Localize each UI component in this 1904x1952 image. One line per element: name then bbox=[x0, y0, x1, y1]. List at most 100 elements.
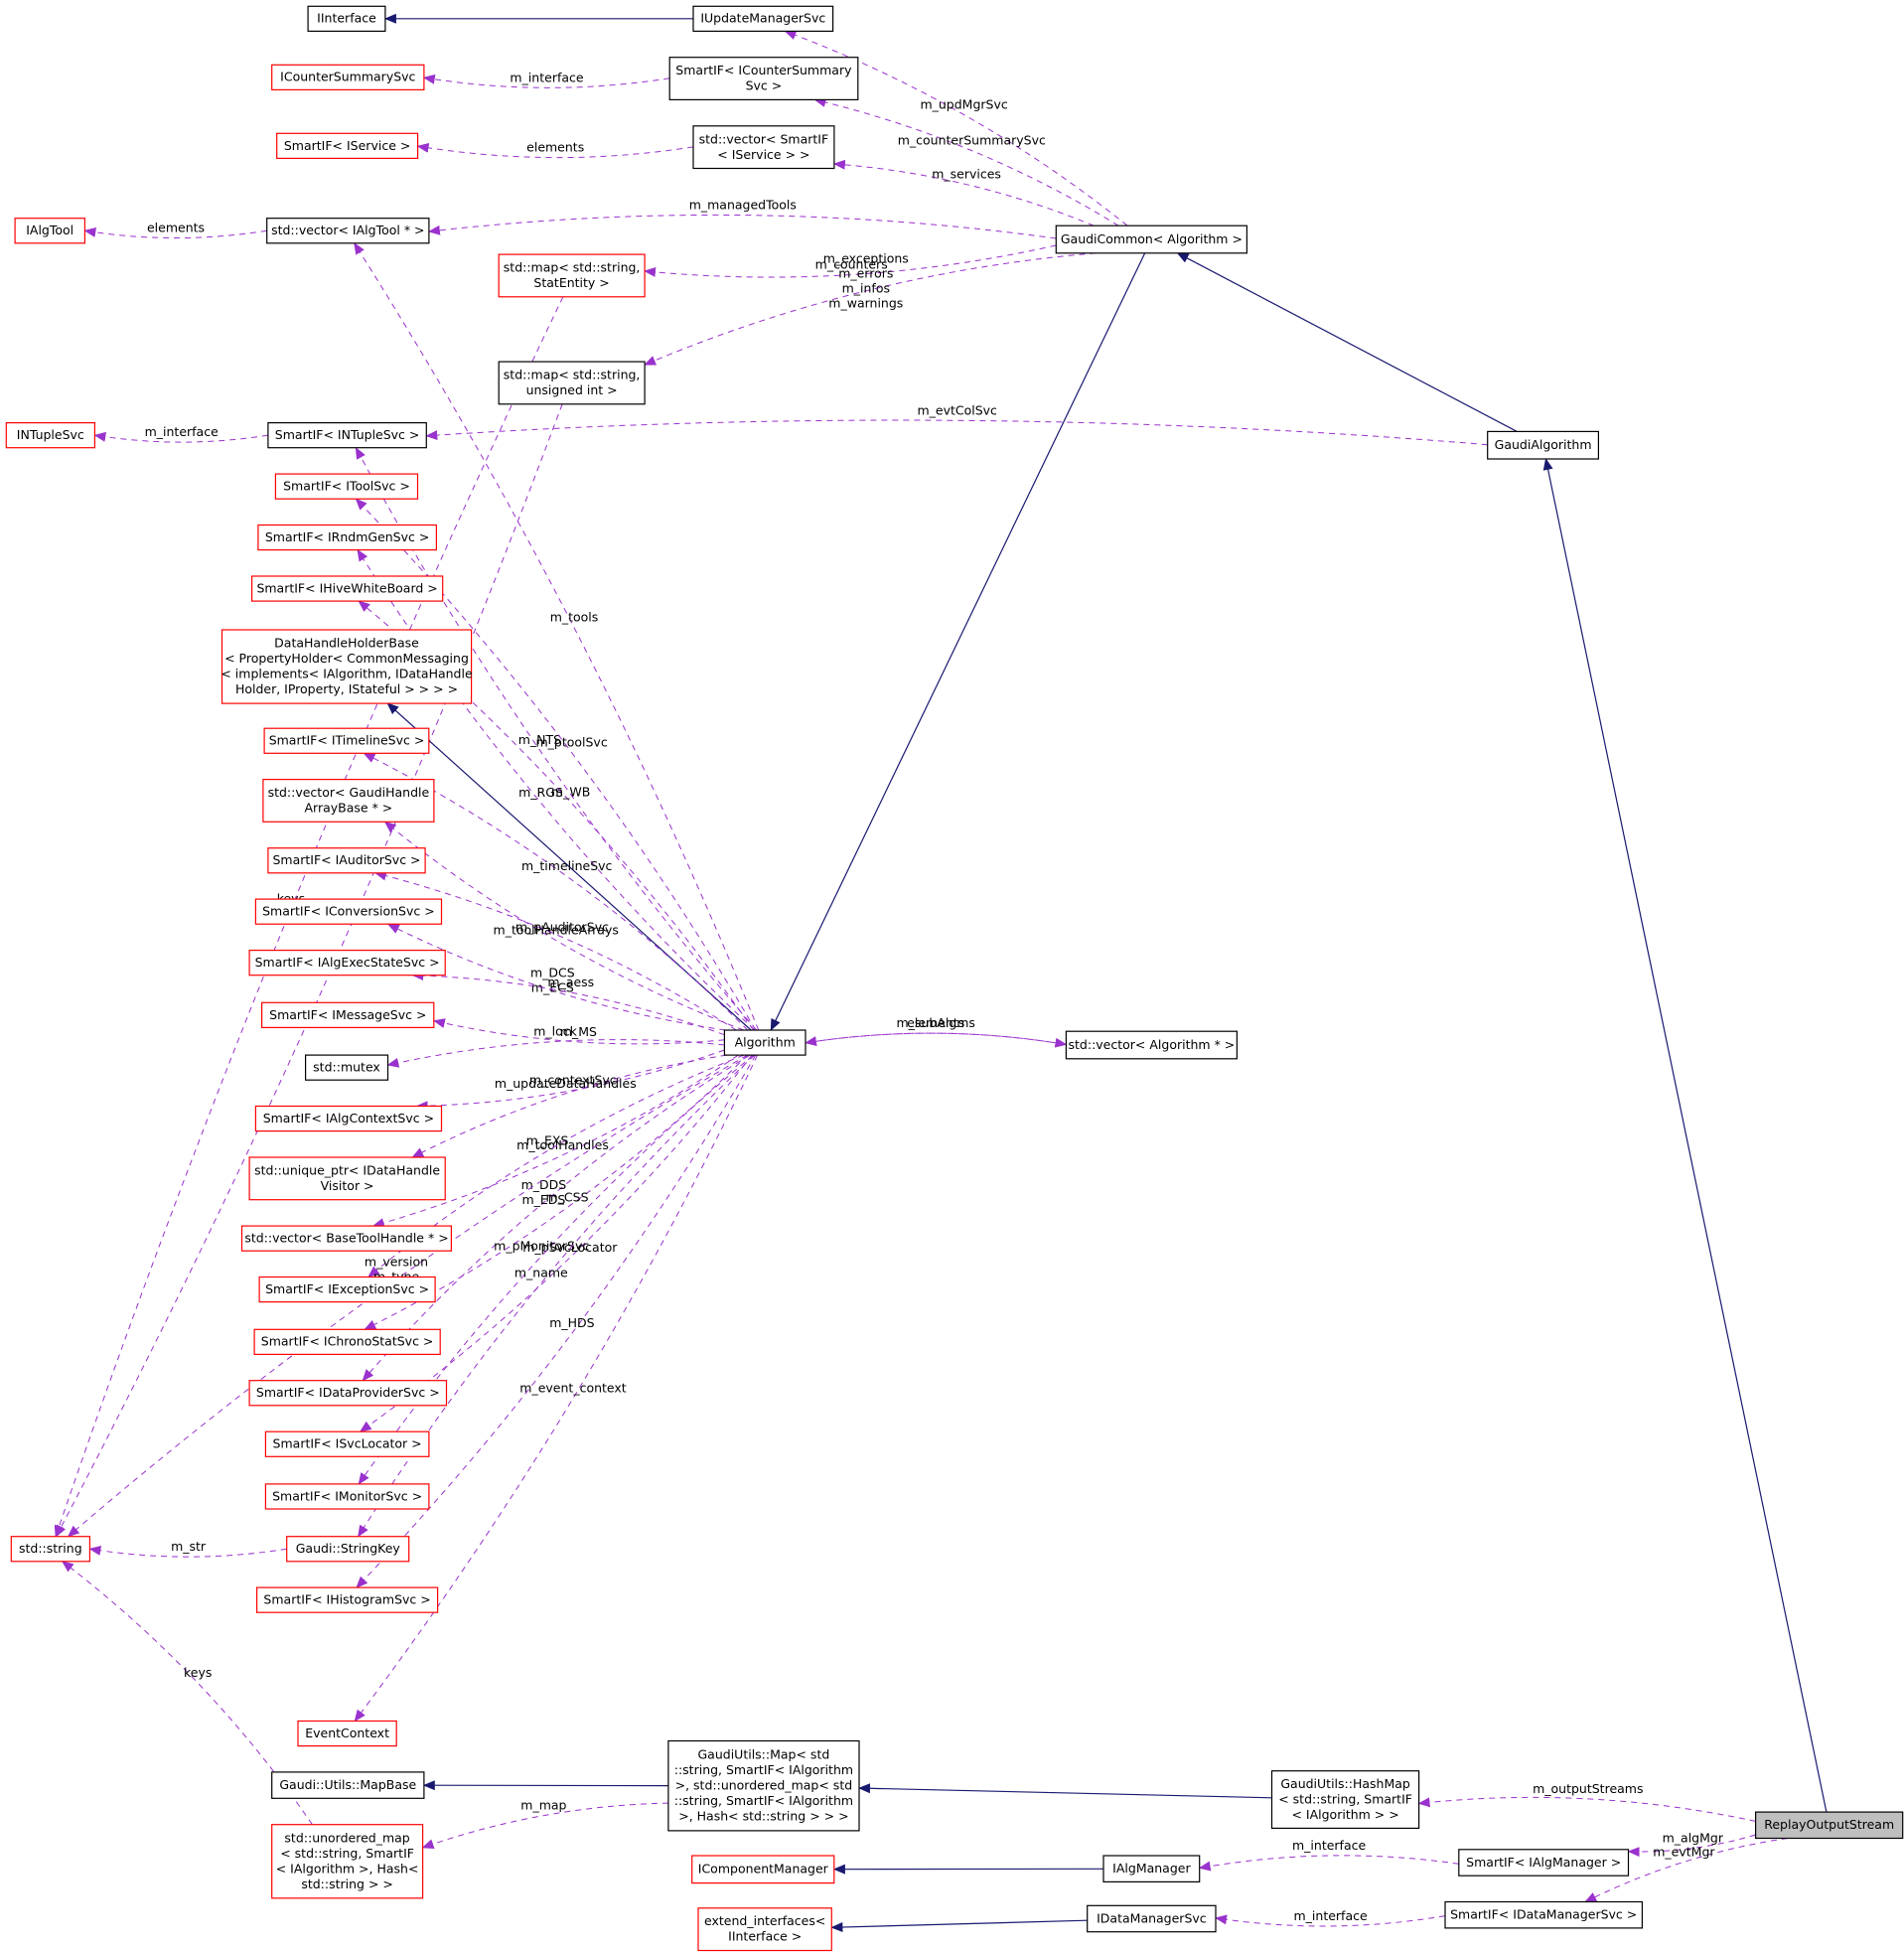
class-node-gaudi-stringkey[interactable]: Gaudi::StringKey bbox=[286, 1536, 410, 1563]
class-node-smartif-icountersummarysvc[interactable]: SmartIF< ICounterSummarySvc > bbox=[668, 57, 859, 101]
edge-label: m_updMgrSvc bbox=[920, 97, 1007, 112]
edge-line bbox=[644, 252, 1097, 366]
edge-label: m_contextSvc bbox=[529, 1073, 617, 1088]
class-node-smartif-iauditorsvc[interactable]: SmartIF< IAuditorSvc > bbox=[267, 847, 426, 874]
class-node-replayoutputstream[interactable]: ReplayOutputStream bbox=[1754, 1811, 1904, 1840]
class-label: std::mutex bbox=[313, 1060, 380, 1075]
edge-line bbox=[354, 1054, 759, 1723]
class-label: ReplayOutputStream bbox=[1764, 1817, 1894, 1832]
class-node-ialgtool[interactable]: IAlgTool bbox=[14, 218, 86, 244]
edge-gaudialgorithm-to-smartif-intuplesvc: m_evtColSvc bbox=[425, 402, 1488, 446]
class-node-vector-algorithm[interactable]: std::vector< Algorithm * > bbox=[1065, 1030, 1239, 1060]
class-node-smartif-iexceptionsvc[interactable]: SmartIF< IExceptionSvc > bbox=[258, 1276, 436, 1303]
class-node-idatamanagersvc[interactable]: IDataManagerSvc bbox=[1087, 1904, 1217, 1933]
edge-line bbox=[1627, 1834, 1756, 1858]
class-box bbox=[1754, 1811, 1904, 1840]
class-node-gaudialgorithm[interactable]: GaudiAlgorithm bbox=[1487, 430, 1599, 460]
class-node-std-mutex[interactable]: std::mutex bbox=[305, 1054, 389, 1081]
class-node-smartif-iconversionsvc[interactable]: SmartIF< IConversionSvc > bbox=[254, 898, 443, 925]
class-node-extend-interfaces[interactable]: extend_interfaces<IInterface > bbox=[697, 1907, 832, 1952]
class-node-iupdatemanagersvc[interactable]: IUpdateManagerSvc bbox=[692, 5, 834, 33]
class-node-intuplesvc[interactable]: INTupleSvc bbox=[5, 422, 95, 449]
edge-label: m_toolHandles bbox=[516, 1137, 609, 1152]
edge-algorithm-to-vector-algorithm: m_subAlgms bbox=[805, 1015, 1068, 1048]
class-label: < std::string, SmartIF bbox=[1278, 1791, 1412, 1806]
class-node-smartif-ialgexecstatesvc[interactable]: SmartIF< IAlgExecStateSvc > bbox=[248, 949, 446, 976]
class-node-vector-smartif-iservice[interactable]: std::vector< SmartIF< IService > > bbox=[692, 125, 835, 170]
class-node-smartif-irndmgensvc[interactable]: SmartIF< IRndmGenSvc > bbox=[257, 524, 437, 551]
class-node-smartif-ihivewhiteboard[interactable]: SmartIF< IHiveWhiteBoard > bbox=[251, 575, 444, 602]
class-label: StatEntity > bbox=[533, 275, 609, 290]
class-node-smartif-isvclocator[interactable]: SmartIF< ISvcLocator > bbox=[264, 1430, 430, 1457]
edge-line bbox=[386, 1039, 725, 1068]
class-label: < std::string, SmartIF bbox=[280, 1846, 414, 1861]
edge-label: m_timelineSvc bbox=[521, 858, 613, 873]
edge-line bbox=[367, 1054, 745, 1278]
class-node-gaudicommon-algorithm[interactable]: GaudiCommon< Algorithm > bbox=[1055, 225, 1248, 254]
edge-line bbox=[415, 1049, 725, 1112]
class-node-smartif-ichronostatsvc[interactable]: SmartIF< IChronoStatSvc > bbox=[253, 1328, 441, 1356]
class-node-smartif-itoolsvc[interactable]: SmartIF< IToolSvc > bbox=[274, 473, 419, 500]
class-label: < implements< IAlgorithm, IDataHandle bbox=[220, 667, 473, 681]
class-label: SmartIF< ISvcLocator > bbox=[273, 1436, 422, 1451]
edge-algorithm-to-vector-ialgtool: m_tools bbox=[354, 241, 760, 1031]
class-node-smartif-imessagesvc[interactable]: SmartIF< IMessageSvc > bbox=[261, 1001, 435, 1028]
class-node-smartif-ialgmanager[interactable]: SmartIF< IAlgManager > bbox=[1458, 1849, 1630, 1877]
class-node-smartif-idataprovidersvc[interactable]: SmartIF< IDataProviderSvc > bbox=[248, 1380, 448, 1407]
edge-line bbox=[355, 446, 757, 1031]
edge-algorithm-to-smartif-imonitorsvc: m_pMonitorSvc bbox=[358, 1054, 754, 1485]
class-label: SmartIF< IToolSvc > bbox=[283, 479, 410, 494]
class-label: Visitor > bbox=[321, 1178, 374, 1193]
edge-gaudi-stringkey-to-std-string: m_str bbox=[88, 1539, 287, 1558]
class-node-smartif-ihistogramsvc[interactable]: SmartIF< IHistogramSvc > bbox=[256, 1586, 439, 1613]
edge-gaudicommon-algorithm-to-smartif-icountersummarysvc: m_counterSummarySvc bbox=[813, 97, 1119, 226]
class-label: IAlgManager bbox=[1112, 1861, 1191, 1876]
edge-label: m_tools bbox=[550, 610, 599, 625]
class-node-smartif-ialgcontextsvc[interactable]: SmartIF< IAlgContextSvc > bbox=[254, 1105, 443, 1132]
class-box bbox=[5, 422, 95, 449]
class-node-datahandleholderbase[interactable]: DataHandleHolderBase< PropertyHolder< Co… bbox=[220, 629, 473, 704]
class-node-smartif-intuplesvc[interactable]: SmartIF< INTupleSvc > bbox=[267, 422, 427, 449]
edge-line bbox=[358, 1054, 754, 1485]
class-node-ialgmanager[interactable]: IAlgManager bbox=[1102, 1855, 1201, 1882]
class-node-smartif-itimelinesvc[interactable]: SmartIF< ITimelineSvc > bbox=[263, 727, 430, 754]
class-node-map-uint[interactable]: std::map< std::string,unsigned int > bbox=[498, 361, 646, 405]
edge-algorithm-to-smartif-ialgexecstatesvc: m_aess bbox=[411, 971, 725, 1036]
edge-line bbox=[805, 1032, 1067, 1047]
class-node-std-string[interactable]: std::string bbox=[10, 1536, 90, 1563]
class-node-icomponentmanager[interactable]: IComponentManager bbox=[691, 1855, 835, 1884]
class-label: Svc > bbox=[746, 78, 783, 93]
class-box bbox=[667, 1739, 860, 1832]
class-node-gaudi-utils-mapbase[interactable]: Gaudi::Utils::MapBase bbox=[271, 1771, 425, 1799]
class-node-map-statentity[interactable]: std::map< std::string,StatEntity > bbox=[498, 253, 646, 298]
class-node-icountersummarysvc[interactable]: ICounterSummarySvc bbox=[271, 64, 425, 91]
class-label: ArrayBase * > bbox=[305, 801, 393, 816]
edge-line bbox=[832, 159, 1095, 226]
class-node-eventcontext[interactable]: EventContext bbox=[297, 1720, 397, 1747]
class-node-smartif-iservice[interactable]: SmartIF< IService > bbox=[276, 132, 419, 160]
class-label: std::string > > bbox=[301, 1877, 393, 1891]
class-node-vector-ialgtool[interactable]: std::vector< IAlgTool * > bbox=[266, 218, 430, 244]
class-box bbox=[264, 1483, 430, 1510]
class-box bbox=[1487, 430, 1599, 460]
edge-line bbox=[1198, 1855, 1459, 1872]
class-node-algorithm[interactable]: Algorithm bbox=[723, 1029, 806, 1056]
class-node-unordered-map[interactable]: std::unordered_map< std::string, SmartIF… bbox=[271, 1824, 424, 1899]
class-label: std::map< std::string, bbox=[504, 368, 641, 382]
class-label: SmartIF< IMonitorSvc > bbox=[272, 1488, 422, 1503]
class-node-smartif-idatamanagersvc[interactable]: SmartIF< IDataManagerSvc > bbox=[1444, 1900, 1643, 1929]
class-box bbox=[266, 218, 430, 244]
edge-line bbox=[355, 498, 757, 1031]
class-node-smartif-imonitorsvc[interactable]: SmartIF< IMonitorSvc > bbox=[264, 1483, 430, 1510]
edge-label: elements bbox=[147, 221, 205, 235]
class-label: SmartIF< IExceptionSvc > bbox=[265, 1281, 429, 1296]
class-node-iinterface[interactable]: IInterface bbox=[307, 5, 386, 33]
class-node-gaudiutils-hashmap[interactable]: GaudiUtils::HashMap< std::string, SmartI… bbox=[1270, 1770, 1420, 1829]
class-node-vector-basetoolhandle[interactable]: std::vector< BaseToolHandle * > bbox=[240, 1225, 452, 1252]
edge-label: m_DDS bbox=[521, 1177, 567, 1192]
edge-gaudiutils-map-to-unordered-map: m_map bbox=[421, 1798, 668, 1849]
class-node-gaudiutils-map[interactable]: GaudiUtils::Map< std::string, SmartIF< I… bbox=[667, 1739, 860, 1832]
